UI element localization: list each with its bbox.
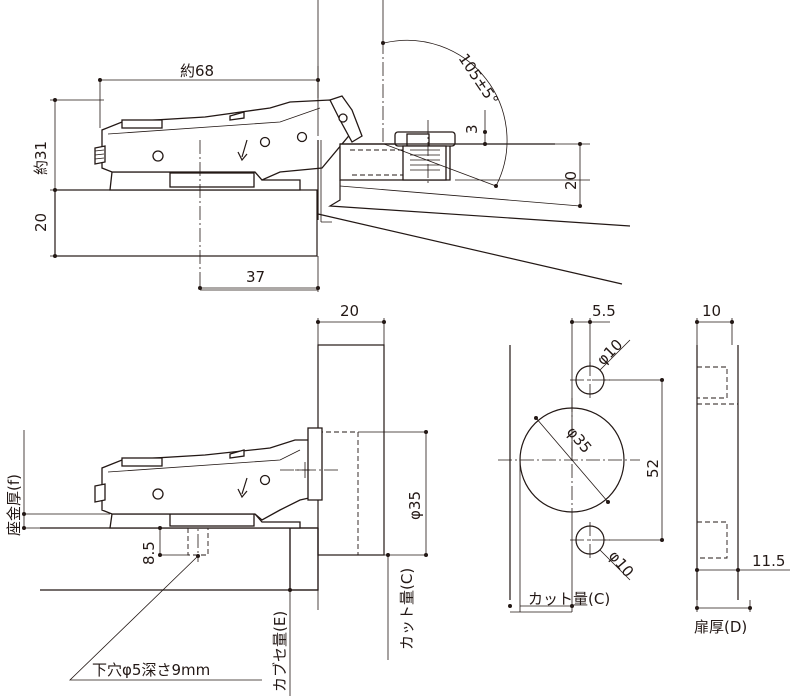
dim-top-door: 10 xyxy=(702,302,721,320)
dimension-lines xyxy=(54,79,581,289)
dim-thickness-line xyxy=(696,600,751,612)
arm-clip-front xyxy=(121,457,163,467)
label-overlay: カブセ量(E) xyxy=(271,611,289,692)
cabinet-panel xyxy=(54,189,318,257)
cabinet-section xyxy=(40,527,319,591)
cup-flange xyxy=(307,427,323,501)
arm-clip xyxy=(121,119,163,129)
angle-ray xyxy=(383,143,497,187)
dim-cup-holes: φ35 xyxy=(563,423,595,457)
cup-insert xyxy=(402,145,447,181)
dim-door: 20 xyxy=(562,171,580,190)
dim-cup: φ35 xyxy=(406,491,424,520)
label-pilot-hole: 下穴φ5深さ9mm xyxy=(92,661,210,679)
dim-pitch: 52 xyxy=(644,459,662,478)
dim-offset: 37 xyxy=(246,268,265,286)
arrow-down-icon-front xyxy=(237,477,248,499)
dim-markers-holes xyxy=(508,320,664,608)
dim-small-bottom: φ10 xyxy=(605,547,637,581)
link-pin xyxy=(338,113,348,123)
door-section xyxy=(317,344,385,556)
label-leaders xyxy=(289,555,389,696)
dim-small-top: φ10 xyxy=(593,336,626,369)
label-cut-front: カット量(C) xyxy=(398,568,416,650)
hinge-arm xyxy=(101,99,353,181)
door-thickness-lines xyxy=(696,345,739,600)
label-plate-thickness: 座金厚(f) xyxy=(5,474,23,536)
dim-angle: 105±5° xyxy=(455,50,502,108)
arm-edge xyxy=(107,107,321,135)
dim-offset-line xyxy=(571,318,610,460)
end-cap-ribs xyxy=(94,149,105,160)
side-view: 約68 約31 20 37 105±5° 3 20 xyxy=(32,0,631,292)
hinge-arm-front xyxy=(101,439,319,521)
dim-top-line xyxy=(696,318,733,345)
dim-plate-line xyxy=(23,430,110,529)
pivot-cross xyxy=(295,462,310,478)
dim-pitch-line xyxy=(604,379,664,541)
arm-edge-front xyxy=(107,449,301,473)
rivet-2 xyxy=(296,131,308,143)
dim-offset-holes: 5.5 xyxy=(592,302,616,320)
plate-base xyxy=(169,172,255,188)
front-view: 20 φ35 8.5 座金厚(f) カット量(C) カブセ量(E) 下穴φ5深さ… xyxy=(5,302,428,696)
hole-pattern: 5.5 φ10 φ35 52 φ10 カット量(C) xyxy=(498,302,664,613)
door-ext-lines xyxy=(339,143,590,207)
dim-door-line xyxy=(317,318,385,345)
arrow-down-icon xyxy=(237,139,248,162)
dim-hole-line xyxy=(159,528,188,556)
top-screw-front xyxy=(229,449,245,459)
screw-leaders xyxy=(599,339,631,581)
dim-base: 20 xyxy=(32,213,50,232)
dim-hole-depth: 8.5 xyxy=(140,541,158,565)
dim-markers-front xyxy=(22,320,428,592)
dim-cup-line xyxy=(358,431,428,556)
dim-height: 約31 xyxy=(32,141,50,175)
plate-base-front xyxy=(169,513,255,527)
cup-centerlines xyxy=(498,398,640,522)
top-screw xyxy=(229,111,245,121)
adjust-screw xyxy=(152,150,164,162)
rivet-front xyxy=(259,474,271,486)
dim-markers-door xyxy=(695,320,752,610)
dim-width: 約68 xyxy=(180,62,214,80)
dim-door-front: 20 xyxy=(340,302,359,320)
angle-arc xyxy=(383,39,508,187)
label-cut-holes: カット量(C) xyxy=(528,590,610,608)
dim-cut-line xyxy=(510,460,573,613)
door-section-view: 10 11.5 扉厚(D) xyxy=(694,302,790,636)
cup-insert-thread xyxy=(410,149,440,171)
panel-inner xyxy=(320,140,332,223)
end-cap-front xyxy=(94,483,106,503)
dim-gap: 3 xyxy=(463,124,481,134)
rivet-1 xyxy=(259,136,271,148)
label-door-thickness: 扉厚(D) xyxy=(694,618,747,636)
cabinet-edge xyxy=(289,527,319,591)
door-hidden-holes xyxy=(697,366,738,559)
pilot-leader xyxy=(69,555,262,681)
screw-centerlines xyxy=(570,362,610,558)
adjust-screw-front xyxy=(152,488,164,500)
dim-bottom-door: 11.5 xyxy=(752,552,785,570)
